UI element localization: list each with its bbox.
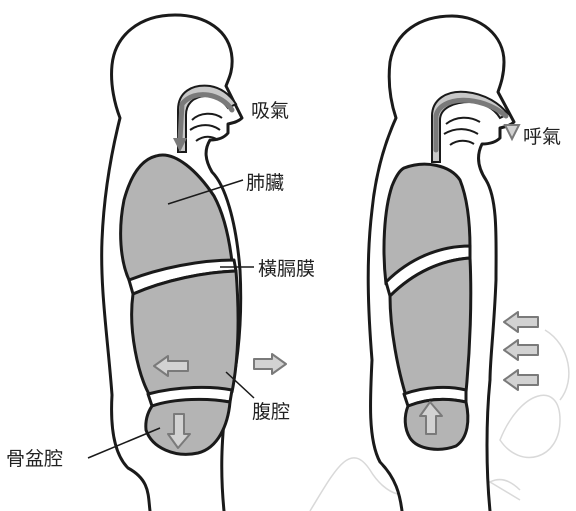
label-inhale: 吸氣 (251, 100, 289, 122)
label-diaphragm: 橫膈膜 (258, 258, 315, 280)
label-exhale: 呼氣 (523, 126, 561, 148)
arrow-right-icon (254, 354, 286, 374)
arrow-left-icon (504, 312, 538, 332)
arrow-left-icon (504, 370, 538, 390)
label-abdominal-cavity: 腹腔 (252, 401, 290, 423)
label-pelvic-cavity: 骨盆腔 (6, 448, 63, 470)
arrow-left-icon (504, 340, 538, 360)
abdomen-inhale (132, 271, 238, 396)
label-lungs: 肺臟 (246, 172, 284, 194)
